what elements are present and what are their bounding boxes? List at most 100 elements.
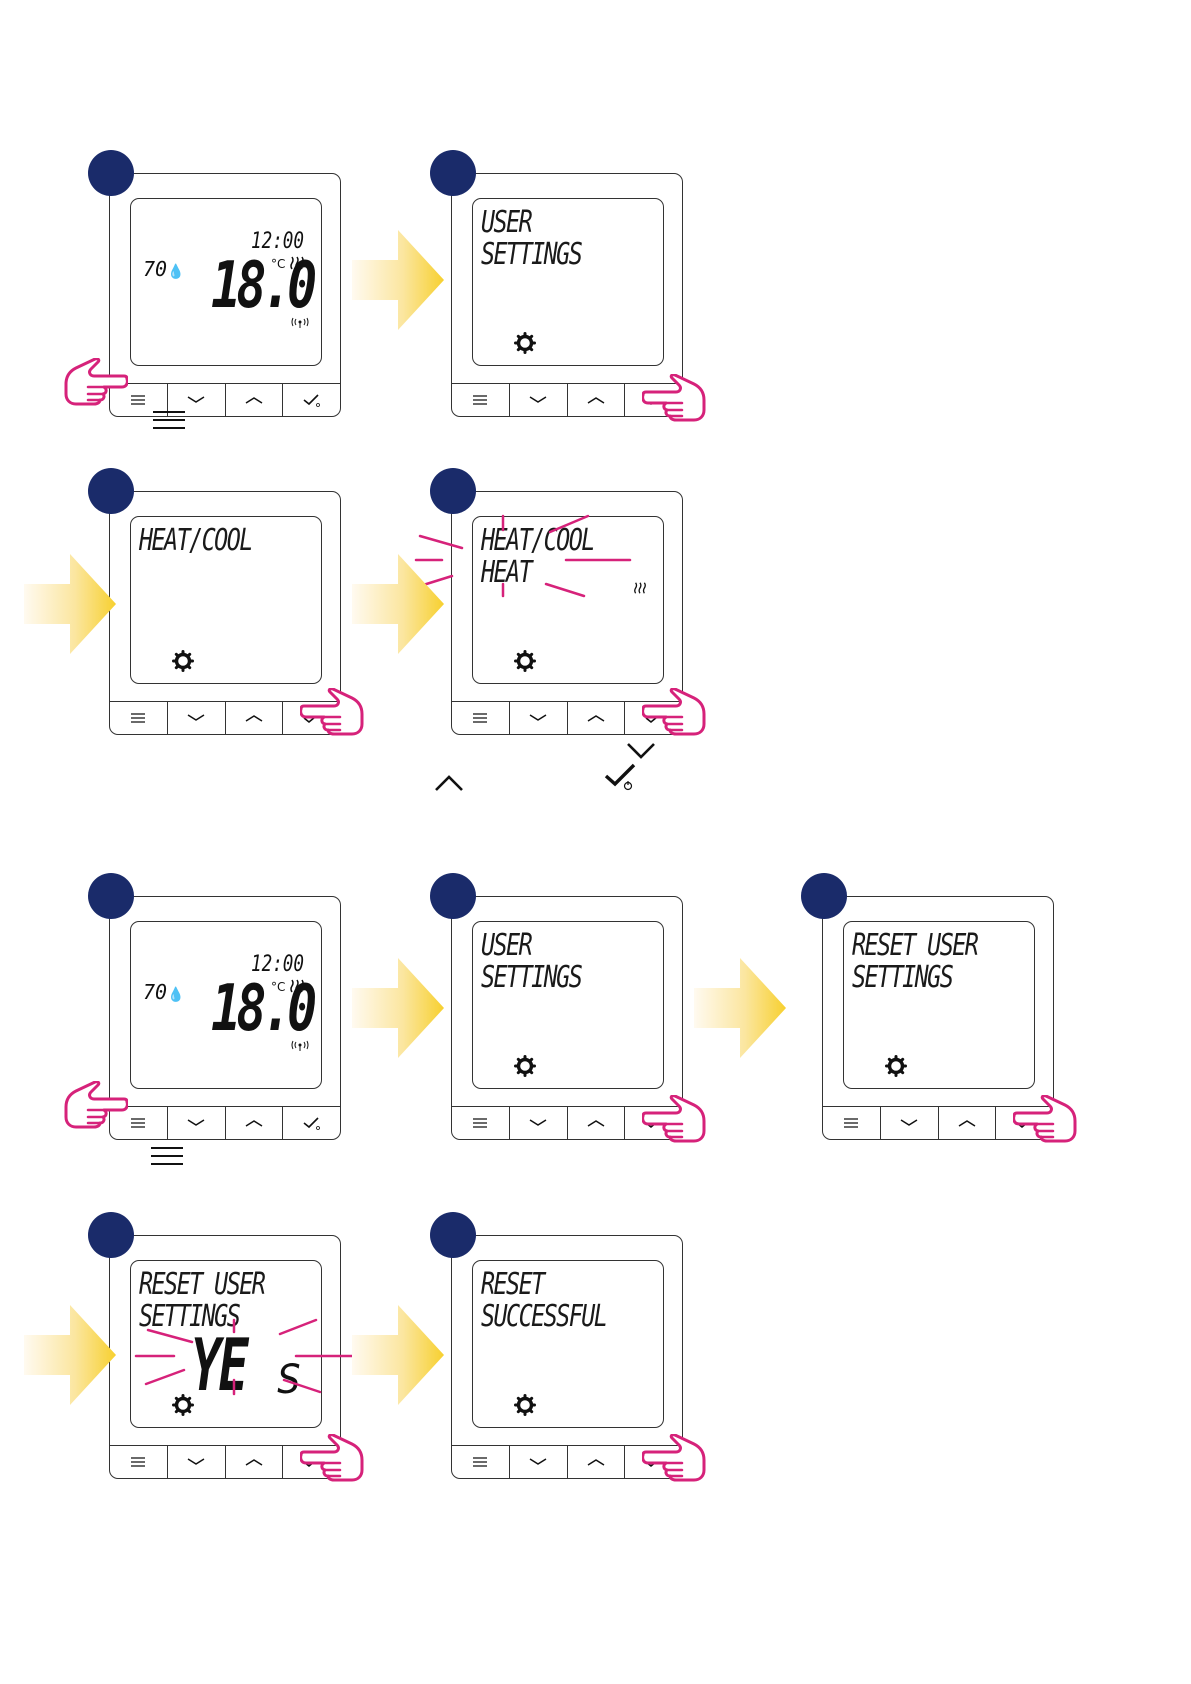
flow-arrow (352, 554, 444, 654)
chevron-down-icon (529, 396, 547, 404)
lcd-screen: 12:00 70💧 18.0 °C (130, 921, 322, 1089)
down-button[interactable] (168, 1446, 226, 1478)
pointing-hand-icon (642, 688, 706, 736)
chevron-down-icon (187, 714, 205, 722)
flow-arrow (352, 958, 444, 1058)
pointing-hand-icon (64, 358, 128, 406)
up-button[interactable] (568, 1446, 626, 1478)
pointing-hand-icon (642, 1095, 706, 1143)
step-badge (88, 873, 134, 919)
temperature-unit: °C (271, 980, 285, 994)
check-power-icon (303, 1116, 321, 1130)
chevron-down-icon (187, 396, 205, 404)
lcd-text: USERSETTINGS (481, 207, 581, 271)
menu-icon (131, 713, 145, 723)
confirm-button[interactable] (283, 1107, 340, 1139)
step-badge (801, 873, 847, 919)
up-button[interactable] (226, 1446, 284, 1478)
menu-button[interactable] (823, 1107, 881, 1139)
step-badge (430, 873, 476, 919)
menu-button[interactable] (452, 384, 510, 416)
chevron-up-icon (958, 1119, 976, 1127)
step-badge (88, 150, 134, 196)
chevron-down-icon (626, 742, 656, 760)
down-button[interactable] (881, 1107, 939, 1139)
droplet-icon: 💧 (167, 987, 184, 1003)
down-button[interactable] (510, 1107, 568, 1139)
up-button[interactable] (226, 384, 284, 416)
menu-button[interactable] (452, 1446, 510, 1478)
menu-icon (844, 1118, 858, 1128)
menu-icon (473, 1457, 487, 1467)
step-badge (430, 1212, 476, 1258)
menu-button[interactable] (110, 1446, 168, 1478)
chevron-down-icon (529, 714, 547, 722)
signal-icon (291, 317, 309, 329)
pointing-hand-icon (642, 374, 706, 422)
menu-icon (152, 410, 186, 430)
flow-arrow (352, 230, 444, 330)
pointing-hand-icon (300, 1434, 364, 1482)
menu-icon (473, 713, 487, 723)
menu-icon (131, 395, 145, 405)
menu-icon (131, 1118, 145, 1128)
menu-icon (473, 1118, 487, 1128)
down-button[interactable] (510, 1446, 568, 1478)
up-button[interactable] (939, 1107, 997, 1139)
settings-gear-icon (513, 1393, 537, 1417)
down-button[interactable] (510, 384, 568, 416)
menu-icon (473, 395, 487, 405)
flow-arrow (694, 958, 786, 1058)
step-badge (88, 468, 134, 514)
chevron-up-icon (434, 774, 464, 792)
lcd-screen: 12:00 70💧 18.0 °C (130, 198, 322, 366)
step-panel-4: HEAT/COOLHEAT (408, 468, 738, 748)
menu-icon (150, 1146, 184, 1166)
chevron-up-icon (245, 714, 263, 722)
chevron-up-icon (245, 396, 263, 404)
down-button[interactable] (510, 702, 568, 734)
chevron-up-icon (245, 1458, 263, 1466)
blink-indicator (126, 1312, 366, 1402)
button-bar (110, 383, 340, 416)
button-bar (110, 1106, 340, 1139)
humidity-value: 70💧 (143, 257, 185, 281)
settings-gear-icon (884, 1054, 908, 1078)
chevron-up-icon (587, 714, 605, 722)
up-button[interactable] (568, 1107, 626, 1139)
flow-arrow (24, 1305, 116, 1405)
step-panel-1: 12:00 70💧 18.0 °C (66, 150, 396, 430)
confirm-button[interactable] (283, 384, 340, 416)
signal-icon (291, 1040, 309, 1052)
menu-button[interactable] (452, 1107, 510, 1139)
menu-button[interactable] (110, 702, 168, 734)
pointing-hand-icon (300, 688, 364, 736)
menu-button[interactable] (452, 702, 510, 734)
settings-gear-icon (513, 649, 537, 673)
pointing-hand-icon (642, 1434, 706, 1482)
down-button[interactable] (168, 1107, 226, 1139)
up-button[interactable] (226, 702, 284, 734)
chevron-up-icon (587, 396, 605, 404)
check-power-icon (303, 393, 321, 407)
up-button[interactable] (568, 702, 626, 734)
menu-icon (131, 1457, 145, 1467)
pointing-hand-icon (1013, 1095, 1077, 1143)
up-button[interactable] (226, 1107, 284, 1139)
down-button[interactable] (168, 702, 226, 734)
temperature-unit: °C (271, 257, 285, 271)
up-button[interactable] (568, 384, 626, 416)
settings-gear-icon (513, 331, 537, 355)
thermostat-device: 12:00 70💧 18.0 °C (109, 173, 341, 417)
step-badge (88, 1212, 134, 1258)
flow-arrow (24, 554, 116, 654)
